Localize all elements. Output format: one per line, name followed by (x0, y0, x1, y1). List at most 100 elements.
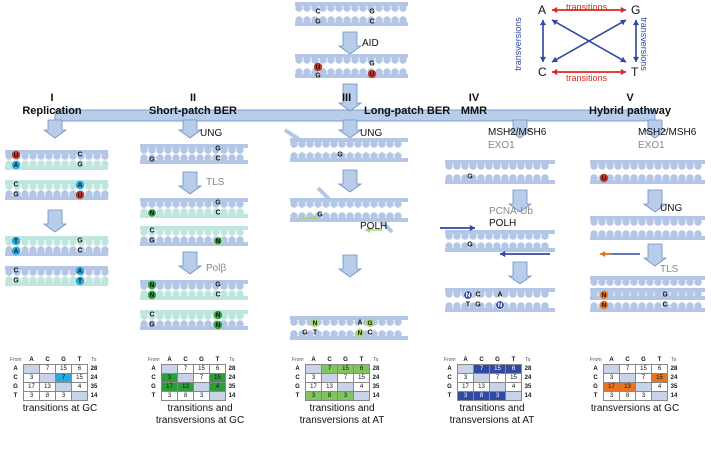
base-bump (370, 152, 378, 160)
matrix-col-header: G (641, 357, 646, 363)
base-bump (298, 200, 306, 208)
base-bump (678, 278, 686, 286)
matrix-cell: 4 (71, 382, 88, 392)
base-bump (37, 160, 45, 168)
base-bump (485, 162, 493, 170)
base-bump (180, 146, 188, 154)
legend-transversion-diag1-rev-head (552, 19, 558, 26)
base-bump (188, 208, 196, 216)
base-bump (45, 246, 53, 254)
base-bump (461, 174, 469, 182)
base-bump (346, 212, 354, 220)
base-bump (590, 302, 598, 310)
matrix-cell (473, 373, 490, 383)
base-bump (694, 174, 702, 182)
base-bump (327, 4, 335, 12)
base-bump (228, 312, 236, 320)
base-bump (306, 330, 314, 338)
strand-backbone (5, 252, 108, 256)
base-bump (678, 174, 686, 182)
pathway-numeral: V (626, 92, 634, 104)
base-bump (670, 162, 678, 170)
base-bump (391, 56, 399, 64)
base-bump (517, 174, 525, 182)
base-bump (85, 190, 93, 198)
base-bump (303, 4, 311, 12)
base-bump (156, 208, 164, 216)
base-bump (509, 302, 517, 310)
base-c: C (77, 152, 82, 159)
caption-1: transitions at GC (22, 403, 98, 414)
matrix-cell: 3 (305, 391, 322, 401)
base-bump (614, 278, 622, 286)
polb-label: Polβ (206, 263, 227, 274)
base-bump (541, 290, 549, 298)
base-bump (172, 290, 180, 298)
base-bump (606, 162, 614, 170)
base-bump (590, 218, 598, 226)
base-bump (180, 290, 188, 298)
base-bump (196, 146, 204, 154)
base-g: G (337, 152, 343, 159)
base-bump (93, 238, 101, 246)
base-bump (509, 174, 517, 182)
matrix-col-header: T (77, 357, 82, 363)
matrix-cell: 8 (39, 391, 56, 401)
base-bump (180, 320, 188, 328)
base-bump (654, 218, 662, 226)
base-bump (85, 160, 93, 168)
n-dot-letter: N (150, 292, 155, 299)
base-bump (391, 16, 399, 24)
uracil-dot (367, 69, 377, 79)
base-bump (319, 56, 327, 64)
exo1-label-5: EXO1 (638, 140, 665, 151)
matrix-row-total: 35 (228, 384, 236, 390)
pathway-numeral: II (189, 92, 197, 104)
base-bump (322, 318, 330, 326)
base-bump (140, 154, 148, 162)
strand-backbone (140, 310, 248, 314)
base-bump (314, 200, 322, 208)
strand-backbone (590, 276, 705, 280)
pathway-numeral: III (342, 92, 352, 104)
matrix-row-header: C (593, 375, 598, 381)
base-bump (445, 242, 453, 250)
matrix-cell: 4 (505, 382, 522, 392)
matrix-cell: 4 (651, 382, 668, 392)
matrix-row-header: T (13, 393, 18, 399)
flap (378, 218, 394, 234)
base-bump (622, 302, 630, 310)
base-bump (5, 238, 13, 246)
n-dot (213, 310, 223, 320)
base-bump (461, 242, 469, 250)
legend-node-t: T (631, 65, 639, 79)
base-t: T (313, 330, 318, 337)
base-bump (501, 242, 509, 250)
matrix-cell: 13 (473, 382, 490, 392)
base-bump (614, 218, 622, 226)
base-bump (477, 162, 485, 170)
matrix-cell: 15 (193, 364, 210, 374)
matrix-cell (71, 391, 88, 401)
base-bump (156, 290, 164, 298)
base-g: G (77, 162, 83, 169)
base-bump (148, 312, 156, 320)
matrix-cell: 3 (23, 373, 40, 383)
base-bump (469, 242, 477, 250)
base-bump (590, 162, 598, 170)
base-bump (378, 152, 386, 160)
base-bump (351, 4, 359, 12)
strand-backbone (140, 296, 248, 300)
n-dot (355, 328, 365, 338)
base-bump (346, 152, 354, 160)
matrix-row-header: T (295, 393, 300, 399)
base-bump (220, 312, 228, 320)
matrix-corner-label: From (291, 357, 304, 364)
branch-arrow-2 (177, 119, 203, 139)
base-a: A (357, 320, 362, 327)
base-bump (77, 238, 85, 246)
base-bump (295, 68, 303, 76)
n-dot (147, 290, 157, 300)
